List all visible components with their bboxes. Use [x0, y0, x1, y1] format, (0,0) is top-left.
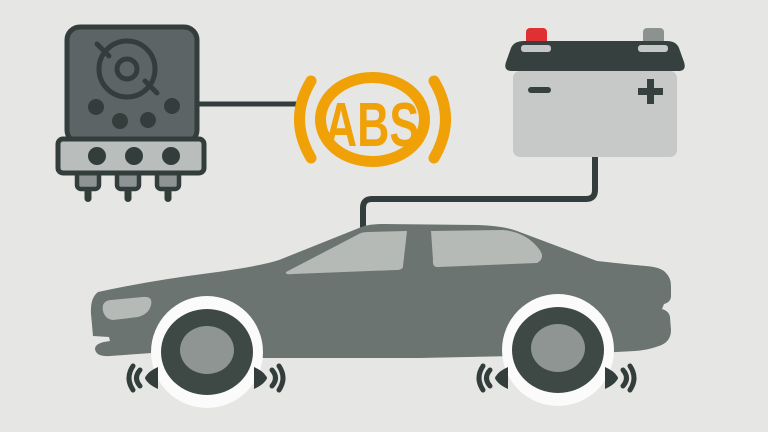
battery-case — [513, 71, 677, 157]
battery-negative-symbol: − — [528, 87, 551, 93]
wave-arc — [484, 367, 493, 389]
wave-arc — [276, 363, 286, 393]
front-wheel — [161, 309, 253, 395]
wave-arc — [627, 363, 637, 393]
port-dot — [164, 98, 180, 114]
rear-wheel — [512, 307, 604, 393]
front-left-sensor-waves-icon — [126, 363, 158, 393]
rear-left-sensor-waves-icon — [476, 363, 508, 393]
car — [90, 224, 671, 408]
abs-warning-indicator: ABS — [294, 72, 451, 167]
module-housing — [64, 24, 200, 146]
rear-wheel-hub — [531, 324, 585, 372]
pump-dial-icon — [94, 38, 160, 100]
abs-label: ABS — [325, 91, 419, 160]
dial-tick — [94, 41, 112, 59]
battery-positive-symbol: + — [638, 79, 663, 104]
minus-icon — [528, 87, 551, 93]
sensor-cone — [495, 367, 508, 389]
wheel-speed-sensors — [126, 363, 637, 393]
wave-arc — [620, 367, 629, 389]
indicator-right-arc — [428, 75, 451, 164]
dial-ring — [96, 38, 158, 100]
port-dot — [125, 147, 143, 165]
module-ports — [88, 98, 180, 129]
port-dot — [112, 113, 128, 129]
abs-module — [55, 24, 207, 202]
sensor-cone — [605, 367, 618, 389]
dial-center — [114, 56, 140, 82]
car-rear-window — [431, 230, 543, 268]
sensor-cone — [254, 367, 267, 389]
base-ports — [88, 147, 180, 165]
terminal-base-lip — [521, 45, 551, 52]
wave-arc — [269, 367, 278, 389]
battery-to-car-wire — [360, 150, 598, 236]
port-dot — [140, 112, 156, 128]
wave-arc — [126, 363, 136, 393]
terminal-base-lip — [638, 45, 668, 52]
car-headlight — [102, 296, 152, 320]
indicator-left-arc — [294, 75, 317, 164]
wave-arc — [476, 363, 486, 393]
car-battery: − + — [505, 28, 685, 157]
front-wheel-hub — [180, 326, 234, 374]
dial-tick — [142, 78, 160, 96]
port-dot — [162, 147, 180, 165]
sensor-cone — [145, 367, 158, 389]
plus-icon — [638, 79, 663, 104]
front-right-sensor-waves-icon — [254, 363, 286, 393]
port-dot — [88, 147, 106, 165]
rear-right-sensor-waves-icon — [605, 363, 637, 393]
wave-arc — [134, 367, 143, 389]
port-dot — [88, 99, 104, 115]
car-front-window — [285, 231, 407, 275]
indicator-ring — [315, 72, 430, 167]
